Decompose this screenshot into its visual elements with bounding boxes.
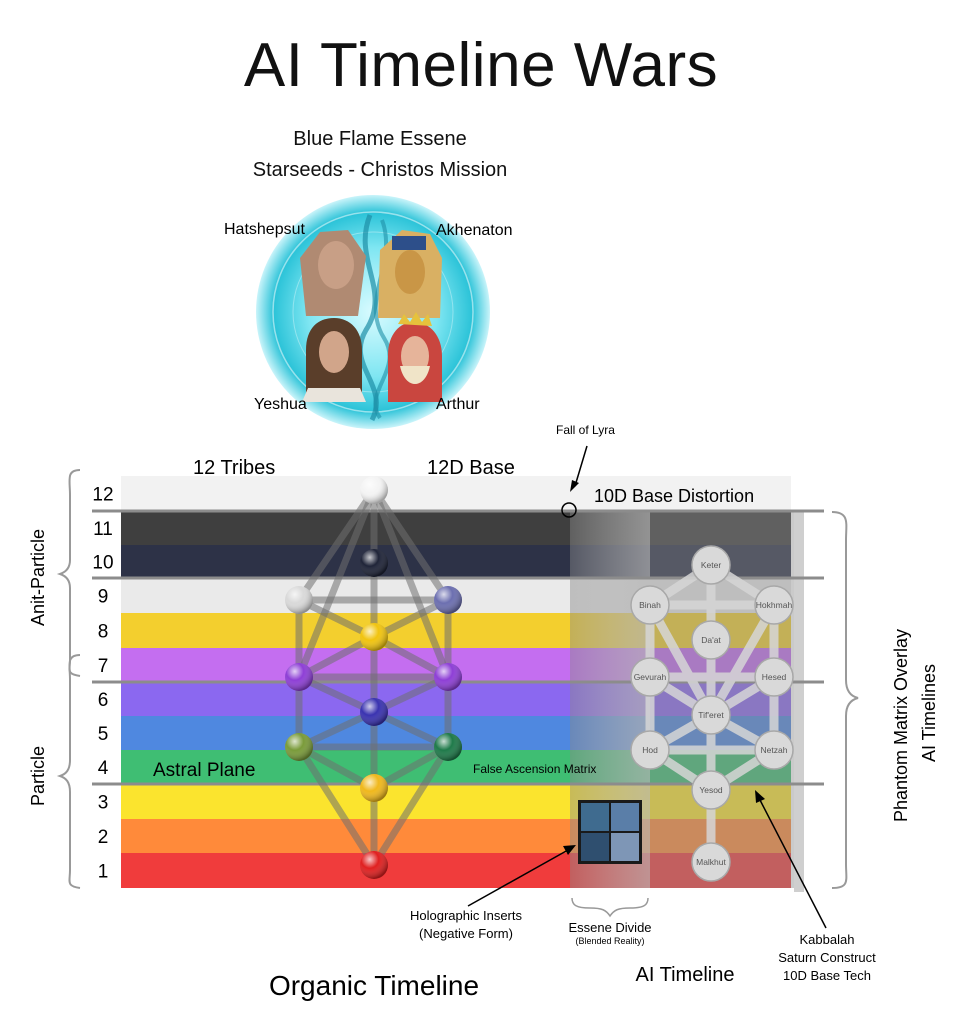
node-label-binah: Binah [639, 600, 661, 610]
yeshua-portrait [302, 318, 366, 402]
label-ai-timelines-vertical: AI Timelines [919, 664, 939, 762]
label-particle: Particle [28, 746, 48, 806]
label-saturn-construct: Saturn Construct [778, 950, 876, 965]
node-label-gevurah: Gevurah [634, 672, 667, 682]
band-11 [121, 511, 791, 545]
band-number-11: 11 [93, 519, 113, 540]
band-number-7: 7 [98, 656, 109, 677]
tree-orb-4-left [285, 733, 313, 761]
band-12 [121, 476, 791, 511]
node-label-malkhut: Malkhut [696, 857, 726, 867]
label-kabbalah: Kabbalah [800, 932, 855, 947]
band-3 [121, 784, 791, 819]
kabbalah-tree: Keter Binah Hokhmah Da'at Gevurah Hesed … [630, 545, 794, 882]
kabbalah-arrow [755, 790, 827, 929]
band-2 [121, 819, 791, 853]
tree-orb-5 [360, 698, 388, 726]
band-number-1: 1 [98, 862, 109, 883]
band-number-2: 2 [98, 827, 109, 848]
node-label-keter: Keter [701, 560, 721, 570]
tree-orb-9-right [434, 586, 462, 614]
label-akhenaton: Akhenaton [436, 222, 513, 239]
essene-divide-bracket [571, 897, 649, 918]
node-netzah [754, 730, 794, 770]
tree-orb-12 [360, 476, 388, 504]
node-label-tiferet: Tif'eret [698, 710, 724, 720]
band-number-8: 8 [98, 622, 109, 643]
band-number-3: 3 [98, 793, 109, 814]
node-label-hod: Hod [642, 745, 658, 755]
tree-orb-8 [360, 623, 388, 651]
node-label-daat: Da'at [701, 635, 721, 645]
label-negative-form: (Negative Form) [419, 926, 513, 941]
tree-orb-9-left [285, 586, 313, 614]
subtitle-line-2: Starseeds - Christos Mission [252, 159, 508, 181]
arthur-portrait [388, 312, 442, 402]
label-fall-of-lyra: Fall of Lyra [556, 423, 615, 437]
label-anti-particle: Anit-Particle [28, 529, 48, 626]
node-label-yesod: Yesod [699, 785, 723, 795]
node-keter [691, 545, 731, 585]
label-false-ascension: False Ascension Matrix [473, 762, 596, 776]
tree-orb-3 [360, 774, 388, 802]
right-brace [831, 511, 859, 889]
label-astral-plane: Astral Plane [153, 760, 255, 781]
subtitle-line-1: Blue Flame Essene [293, 128, 467, 150]
hatshepsut-portrait [300, 230, 366, 316]
label-blended-reality: (Blended Reality) [575, 936, 644, 946]
band-10 [121, 545, 791, 578]
node-gevurah [630, 657, 670, 697]
band-number-12: 12 [92, 485, 113, 506]
tree-orb-10 [360, 549, 388, 577]
label-10d-base-tech: 10D Base Tech [783, 968, 871, 983]
node-hod [630, 730, 670, 770]
tree-orb-1 [360, 851, 388, 879]
band-number-6: 6 [98, 690, 109, 711]
label-12d-base: 12D Base [427, 457, 515, 479]
node-tiferet [691, 695, 731, 735]
node-hesed [754, 657, 794, 697]
tree-orb-7-left [285, 663, 313, 691]
akhenaton-portrait [378, 230, 442, 318]
label-arthur: Arthur [436, 396, 480, 413]
node-label-netzah: Netzah [761, 745, 788, 755]
node-binah [630, 585, 670, 625]
node-daat [691, 620, 731, 660]
tree-orb-7-right [434, 663, 462, 691]
holographic-inserts-image [578, 800, 642, 864]
page-title: AI Timeline Wars [243, 31, 719, 100]
node-label-hesed: Hesed [762, 672, 787, 682]
band-8 [121, 613, 791, 648]
tree-of-life-organic [285, 476, 462, 879]
node-hokhmah [754, 585, 794, 625]
band-1 [121, 853, 791, 888]
tree-orb-4-right [434, 733, 462, 761]
node-malkhut [691, 842, 731, 882]
band-number-4: 4 [98, 758, 109, 779]
node-label-hokhmah: Hokhmah [756, 600, 793, 610]
band-number-9: 9 [98, 587, 109, 608]
fall-of-lyra-arrow [561, 445, 588, 518]
label-phantom-matrix: Phantom Matrix Overlay [891, 629, 911, 822]
left-braces [56, 469, 81, 889]
label-hatshepsut: Hatshepsut [224, 221, 305, 238]
label-10d-distortion: 10D Base Distortion [594, 486, 754, 506]
node-yesod [691, 770, 731, 810]
label-essene-divide: Essene Divide [568, 920, 651, 935]
label-holographic-inserts: Holographic Inserts [410, 908, 522, 923]
label-organic-timeline: Organic Timeline [269, 970, 479, 1001]
ai-overlay-edge [794, 512, 804, 892]
label-ai-timeline: AI Timeline [636, 964, 735, 986]
band-number-5: 5 [98, 724, 109, 745]
holographic-arrow [467, 845, 576, 907]
label-yeshua: Yeshua [254, 396, 307, 413]
band-number-10: 10 [92, 553, 113, 574]
label-12-tribes: 12 Tribes [193, 457, 275, 479]
